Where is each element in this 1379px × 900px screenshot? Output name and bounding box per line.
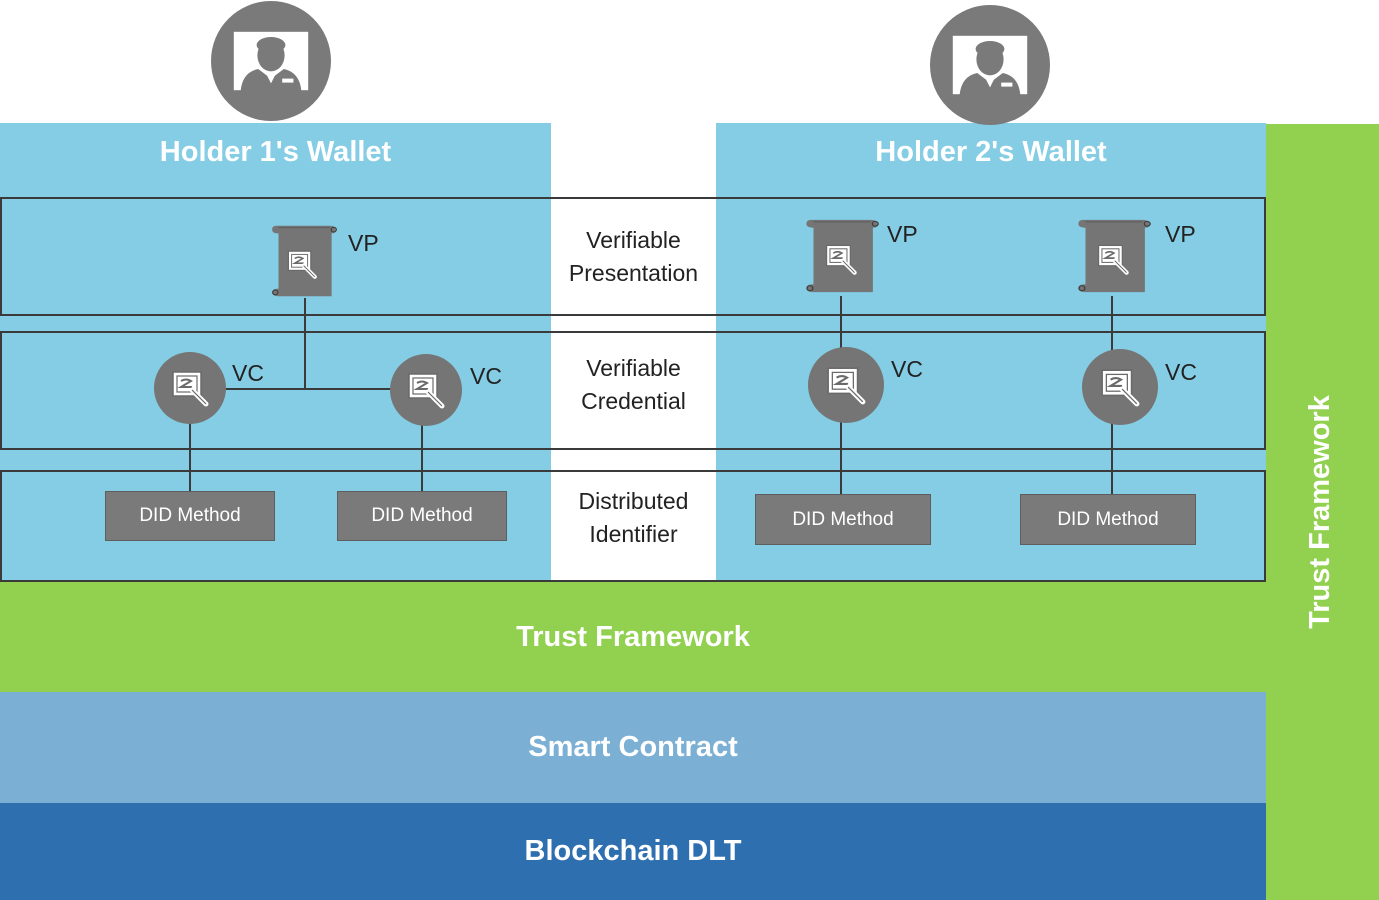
identifier-band: [0, 470, 1266, 582]
blockchain-dlt-layer: Blockchain DLT: [0, 803, 1266, 900]
connector-line: [421, 388, 423, 492]
smart-contract-layer: Smart Contract: [0, 692, 1266, 803]
vp-scroll-icon: [1076, 216, 1152, 296]
vc-certificate-icon: [1082, 349, 1158, 425]
layer-label-identifier: Distributed Identifier: [553, 483, 714, 553]
connector-line: [190, 388, 422, 390]
vc-label: VC: [232, 360, 264, 386]
layer-label-presentation: Verifiable Presentation: [553, 222, 714, 292]
layer-label-identifier-text: Distributed Identifier: [578, 488, 689, 547]
vc-certificate-icon: [390, 354, 462, 426]
vc-label: VC: [470, 363, 502, 389]
vp-label: VP: [348, 230, 379, 256]
person-id-icon: [950, 32, 1030, 98]
layer-label-presentation-text: Verifiable Presentation: [568, 227, 699, 286]
layer-label-credential-text: Verifiable Credential: [581, 355, 686, 414]
vc-label: VC: [891, 356, 923, 382]
vp-label: VP: [887, 221, 918, 247]
holder-2-avatar: [930, 5, 1050, 125]
holder-2-wallet-title: Holder 2's Wallet: [875, 135, 1107, 168]
vp-scroll-icon: [804, 216, 880, 296]
layer-label-credential: Verifiable Credential: [553, 350, 714, 420]
holder-1-wallet-title: Holder 1's Wallet: [159, 135, 392, 168]
person-id-icon: [231, 28, 311, 94]
side-trust-framework-bar: [1266, 124, 1379, 900]
did-method-box: DID Method: [1020, 494, 1196, 545]
did-method-box: DID Method: [105, 491, 275, 541]
trust-framework-layer: Trust Framework: [0, 582, 1266, 692]
connector-line: [189, 388, 191, 492]
vp-scroll-icon: [270, 222, 338, 300]
holder-1-avatar: [211, 1, 331, 121]
connector-line: [304, 298, 306, 390]
vp-label: VP: [1165, 221, 1196, 247]
vc-certificate-icon: [808, 347, 884, 423]
vc-label: VC: [1165, 359, 1197, 385]
credential-band: [0, 331, 1266, 450]
presentation-band: [0, 197, 1266, 316]
did-method-box: DID Method: [337, 491, 507, 541]
side-trust-framework-label: Trust Framework: [1304, 395, 1336, 629]
did-method-box: DID Method: [755, 494, 931, 545]
vc-certificate-icon: [154, 352, 226, 424]
